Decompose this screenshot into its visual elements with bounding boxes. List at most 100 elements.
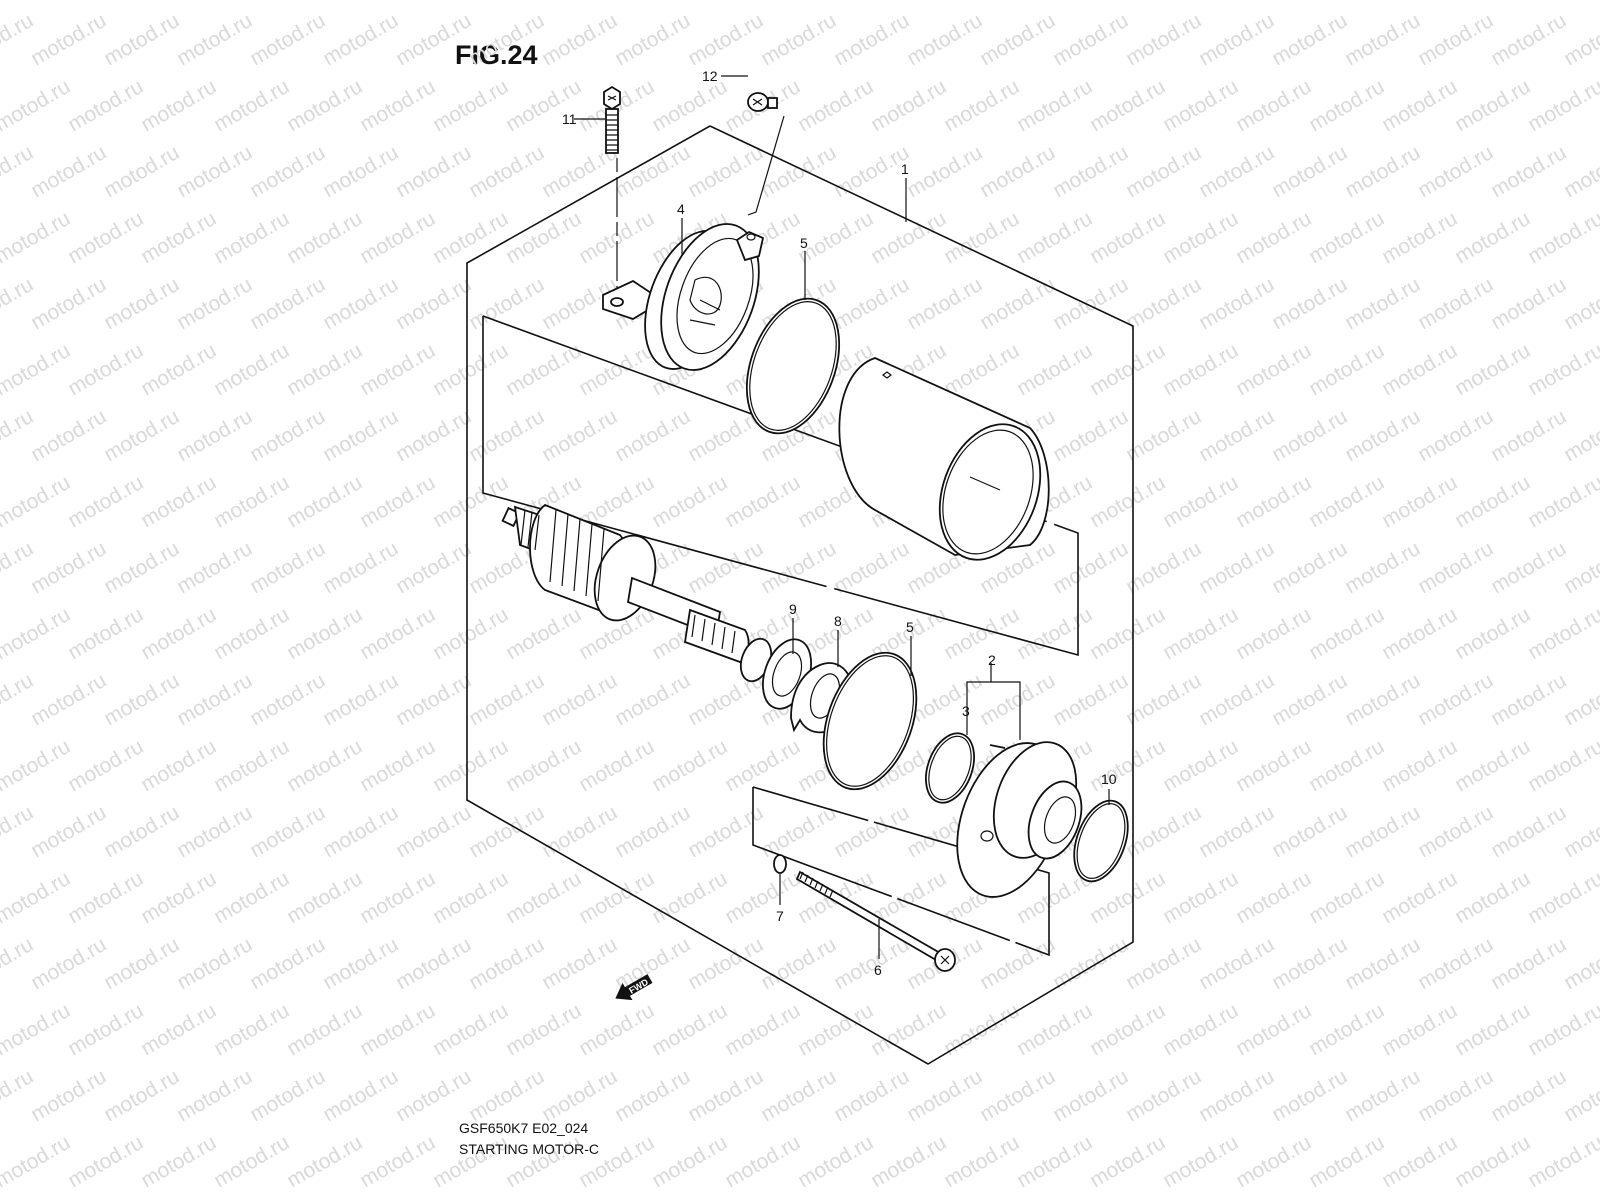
svg-text:motod.ru: motod.ru (757, 1065, 840, 1126)
svg-text:motod.ru: motod.ru (1524, 867, 1600, 928)
svg-text:motod.ru: motod.ru (1086, 0, 1169, 4)
callout-5-rear[interactable]: 5 (800, 235, 808, 251)
svg-text:motod.ru: motod.ru (173, 273, 256, 334)
callout-5-front[interactable]: 5 (906, 619, 914, 635)
svg-text:motod.ru: motod.ru (210, 75, 293, 136)
svg-text:motod.ru: motod.ru (976, 933, 1059, 994)
callout-10[interactable]: 10 (1101, 771, 1117, 787)
svg-text:motod.ru: motod.ru (1378, 339, 1461, 400)
svg-text:motod.ru: motod.ru (64, 207, 147, 268)
callout-11[interactable]: 11 (562, 111, 577, 127)
svg-text:motod.ru: motod.ru (1524, 207, 1600, 268)
svg-text:motod.ru: motod.ru (1341, 273, 1424, 334)
svg-text:motod.ru: motod.ru (392, 405, 475, 466)
svg-text:motod.ru: motod.ru (137, 75, 220, 136)
callout-3[interactable]: 3 (962, 703, 970, 719)
svg-text:motod.ru: motod.ru (1122, 801, 1205, 862)
callout-8[interactable]: 8 (834, 613, 842, 629)
svg-text:motod.ru: motod.ru (867, 1131, 950, 1192)
svg-text:motod.ru: motod.ru (1159, 75, 1242, 136)
svg-text:motod.ru: motod.ru (27, 933, 110, 994)
screw-12[interactable] (747, 92, 785, 216)
svg-text:motod.ru: motod.ru (100, 669, 183, 730)
svg-text:motod.ru: motod.ru (246, 405, 329, 466)
svg-text:motod.ru: motod.ru (465, 1065, 548, 1126)
svg-text:motod.ru: motod.ru (976, 9, 1059, 70)
svg-text:motod.ru: motod.ru (1049, 537, 1132, 598)
o-ring-5-rear[interactable] (730, 286, 857, 446)
svg-text:motod.ru: motod.ru (137, 603, 220, 664)
svg-text:motod.ru: motod.ru (356, 603, 439, 664)
callout-12[interactable]: 12 (702, 68, 718, 84)
o-ring-5-front[interactable] (806, 640, 934, 802)
through-bolt-6[interactable] (795, 870, 956, 972)
svg-text:motod.ru: motod.ru (0, 9, 37, 70)
svg-text:motod.ru: motod.ru (100, 273, 183, 334)
callout-1[interactable]: 1 (901, 161, 909, 177)
svg-text:motod.ru: motod.ru (1159, 0, 1242, 4)
svg-text:motod.ru: motod.ru (429, 207, 512, 268)
armature[interactable] (501, 503, 750, 663)
svg-text:motod.ru: motod.ru (1341, 141, 1424, 202)
svg-text:motod.ru: motod.ru (100, 405, 183, 466)
svg-text:motod.ru: motod.ru (356, 75, 439, 136)
callout-2[interactable]: 2 (988, 652, 996, 668)
svg-text:motod.ru: motod.ru (64, 735, 147, 796)
svg-text:motod.ru: motod.ru (356, 1131, 439, 1192)
svg-text:motod.ru: motod.ru (27, 273, 110, 334)
svg-text:motod.ru: motod.ru (1560, 141, 1600, 202)
svg-text:motod.ru: motod.ru (173, 141, 256, 202)
svg-text:motod.ru: motod.ru (1013, 207, 1096, 268)
svg-text:motod.ru: motod.ru (1195, 405, 1278, 466)
svg-text:motod.ru: motod.ru (1159, 999, 1242, 1060)
svg-text:motod.ru: motod.ru (1378, 1131, 1461, 1192)
svg-text:motod.ru: motod.ru (429, 75, 512, 136)
svg-text:motod.ru: motod.ru (0, 1065, 37, 1126)
callout-4[interactable]: 4 (677, 201, 685, 217)
svg-text:motod.ru: motod.ru (976, 1065, 1059, 1126)
front-housing-2[interactable] (938, 728, 1092, 911)
svg-text:motod.ru: motod.ru (830, 537, 913, 598)
callout-9[interactable]: 9 (789, 601, 797, 617)
svg-text:motod.ru: motod.ru (1232, 0, 1315, 4)
callout-6[interactable]: 6 (874, 962, 882, 978)
svg-text:motod.ru: motod.ru (1487, 933, 1570, 994)
svg-text:motod.ru: motod.ru (1524, 999, 1600, 1060)
svg-text:motod.ru: motod.ru (246, 801, 329, 862)
svg-text:motod.ru: motod.ru (684, 933, 767, 994)
svg-text:motod.ru: motod.ru (27, 141, 110, 202)
svg-text:motod.ru: motod.ru (210, 0, 293, 4)
small-o-ring-7[interactable] (773, 854, 787, 874)
svg-text:motod.ru: motod.ru (940, 75, 1023, 136)
svg-text:motod.ru: motod.ru (0, 1131, 74, 1192)
svg-text:motod.ru: motod.ru (976, 141, 1059, 202)
svg-text:motod.ru: motod.ru (1305, 471, 1388, 532)
svg-text:motod.ru: motod.ru (1195, 1065, 1278, 1126)
svg-text:motod.ru: motod.ru (1524, 0, 1600, 4)
svg-text:motod.ru: motod.ru (1560, 1065, 1600, 1126)
svg-text:motod.ru: motod.ru (1013, 339, 1096, 400)
svg-text:motod.ru: motod.ru (429, 339, 512, 400)
svg-text:motod.ru: motod.ru (210, 735, 293, 796)
svg-text:motod.ru: motod.ru (1487, 141, 1570, 202)
callout-7[interactable]: 7 (776, 908, 784, 924)
svg-text:motod.ru: motod.ru (1378, 735, 1461, 796)
svg-text:motod.ru: motod.ru (27, 9, 110, 70)
svg-text:motod.ru: motod.ru (1341, 801, 1424, 862)
svg-text:motod.ru: motod.ru (100, 9, 183, 70)
svg-text:motod.ru: motod.ru (1451, 1131, 1534, 1192)
svg-text:motod.ru: motod.ru (100, 141, 183, 202)
bolt-11[interactable] (603, 85, 621, 308)
svg-text:motod.ru: motod.ru (1232, 339, 1315, 400)
svg-text:motod.ru: motod.ru (721, 735, 804, 796)
svg-text:motod.ru: motod.ru (1378, 999, 1461, 1060)
svg-text:motod.ru: motod.ru (392, 537, 475, 598)
o-ring-5-rear-inner (749, 301, 837, 431)
svg-text:motod.ru: motod.ru (1232, 999, 1315, 1060)
svg-text:motod.ru: motod.ru (1414, 933, 1497, 994)
svg-text:motod.ru: motod.ru (721, 867, 804, 928)
brush-holder-housing-4[interactable] (602, 211, 777, 384)
svg-text:motod.ru: motod.ru (575, 339, 658, 400)
svg-text:motod.ru: motod.ru (1268, 1065, 1351, 1126)
svg-text:motod.ru: motod.ru (1524, 735, 1600, 796)
